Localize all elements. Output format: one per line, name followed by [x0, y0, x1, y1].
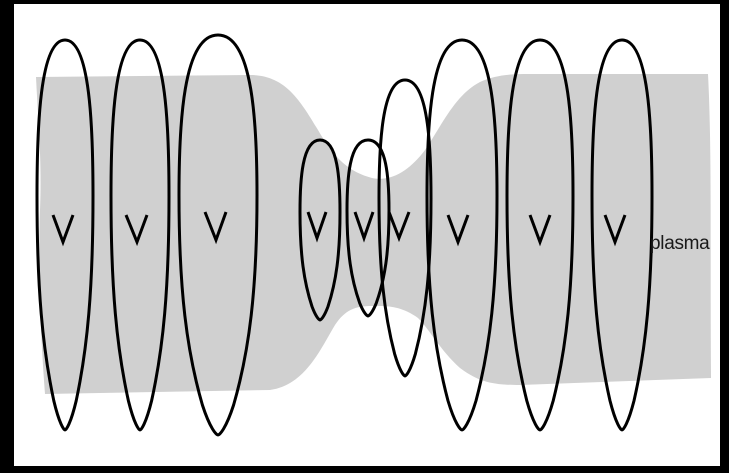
plasma-label: plasma: [650, 234, 709, 253]
